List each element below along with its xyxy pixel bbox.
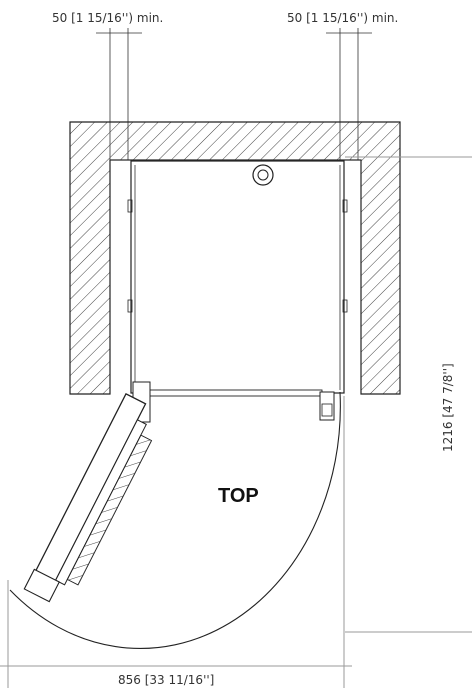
depth-label: 1216 [47 7/8''] <box>441 363 455 452</box>
open-door <box>23 392 153 603</box>
width-dimension <box>0 396 352 688</box>
left-clearance-label: 50 [1 15/16'') min. <box>52 11 163 25</box>
depth-dimension <box>345 156 472 633</box>
wall-niche <box>69 121 401 395</box>
right-clearance-label: 50 [1 15/16'') min. <box>287 11 398 25</box>
appliance-body <box>127 160 348 394</box>
view-label: TOP <box>218 485 259 507</box>
width-label: 856 [33 11/16''] <box>118 673 214 687</box>
rear-connector-icon <box>252 164 274 186</box>
door-swing-arc <box>9 391 341 649</box>
